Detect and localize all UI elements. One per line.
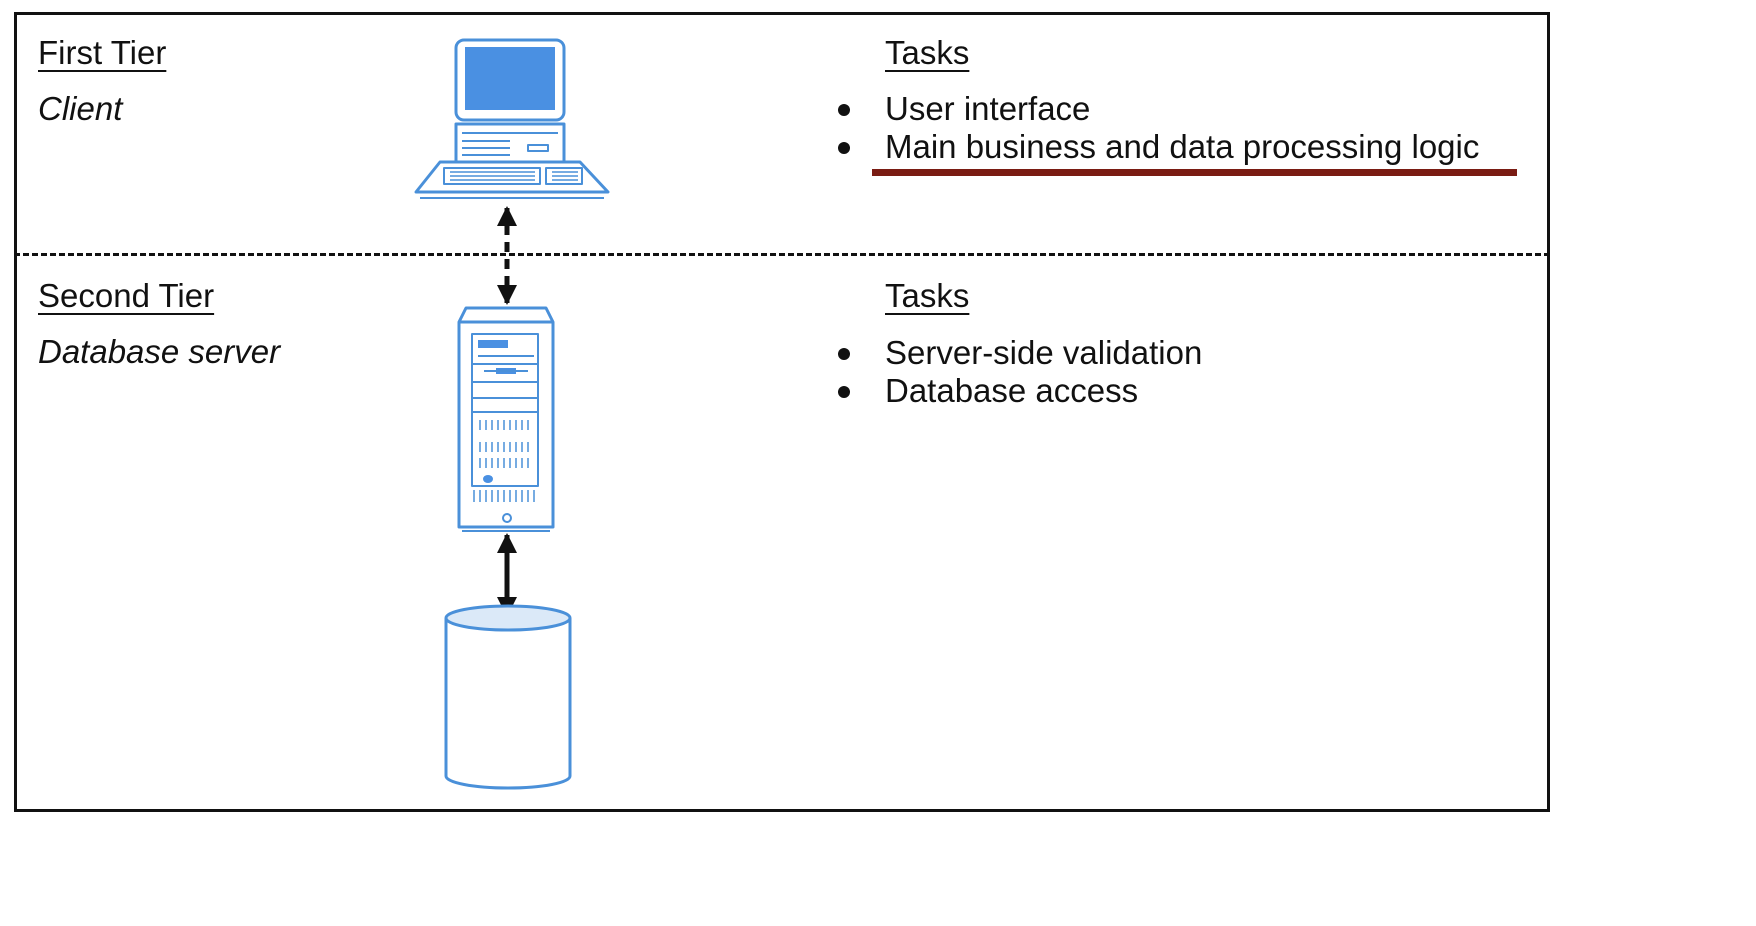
task-item: Database access [835, 372, 1202, 410]
second-tier-task-list: Server-side validation Database access [835, 334, 1202, 410]
second-tier-subtitle: Database server [38, 333, 281, 370]
second-tier-tasks-heading: Tasks [885, 277, 970, 314]
server-icon [457, 306, 555, 532]
task-item: Main business and data processing logic [835, 128, 1479, 166]
task-item: Server-side validation [835, 334, 1202, 372]
diagram-frame [14, 12, 1550, 812]
highlight-underline [872, 169, 1517, 176]
first-tier-tasks-heading: Tasks [885, 34, 970, 71]
computer-icon [414, 38, 610, 199]
first-tier-task-list: User interface Main business and data pr… [835, 90, 1479, 166]
tier-divider [14, 253, 1550, 256]
task-item: User interface [835, 90, 1479, 128]
first-tier-subtitle: Client [38, 90, 123, 127]
database-icon [444, 604, 572, 790]
second-tier-title: Second Tier [38, 277, 215, 314]
first-tier-title: First Tier [38, 34, 167, 71]
